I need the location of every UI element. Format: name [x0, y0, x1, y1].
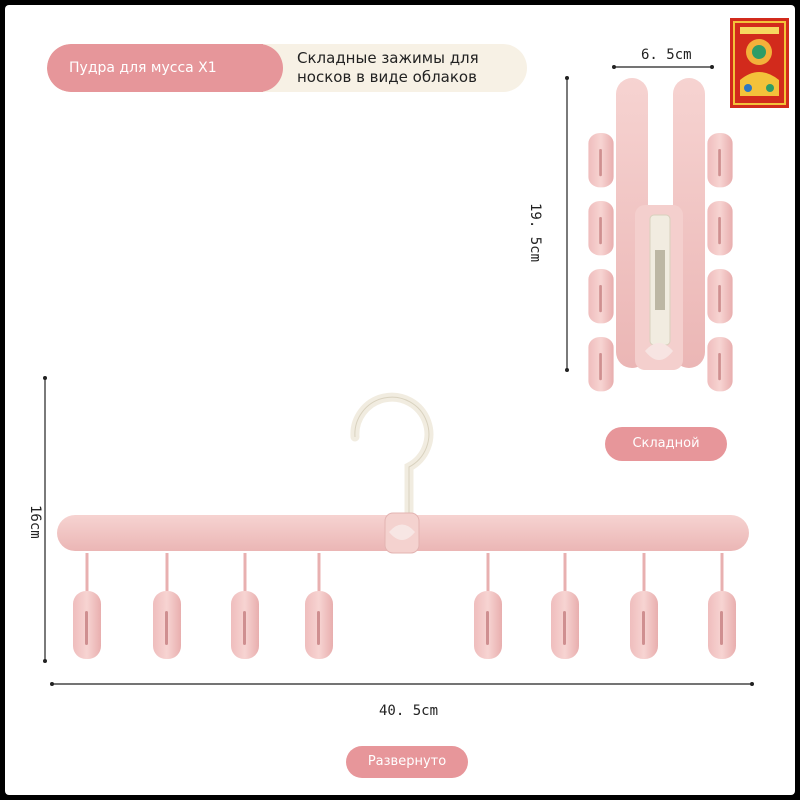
- hanger-illustration: [43, 65, 754, 686]
- unfolded-height-label: 16cm: [27, 505, 43, 539]
- brand-stamp: [730, 18, 789, 108]
- product-name: Складные зажимы для носков в виде облако…: [297, 49, 479, 86]
- unfolded-width-label: 40. 5cm: [379, 703, 439, 719]
- folded-label: Складной: [605, 427, 727, 461]
- unfolded-label: Развернуто: [346, 746, 468, 778]
- folded-hanger: [588, 78, 733, 392]
- unfolded-hanger: [57, 392, 749, 659]
- variant-option-label: Пудра для мусса X1: [47, 44, 283, 92]
- folded-width-label: 6. 5cm: [641, 47, 692, 63]
- variant-pill: Пудра для мусса X1 Складные зажимы для н…: [47, 44, 527, 92]
- clip-row: [73, 591, 736, 659]
- folded-height-label: 19. 5cm: [527, 203, 543, 263]
- unfolded-dimension-lines: [43, 376, 754, 686]
- product-card: Пудра для мусса X1 Складные зажимы для н…: [5, 5, 795, 795]
- folded-dimension-lines: [565, 65, 714, 372]
